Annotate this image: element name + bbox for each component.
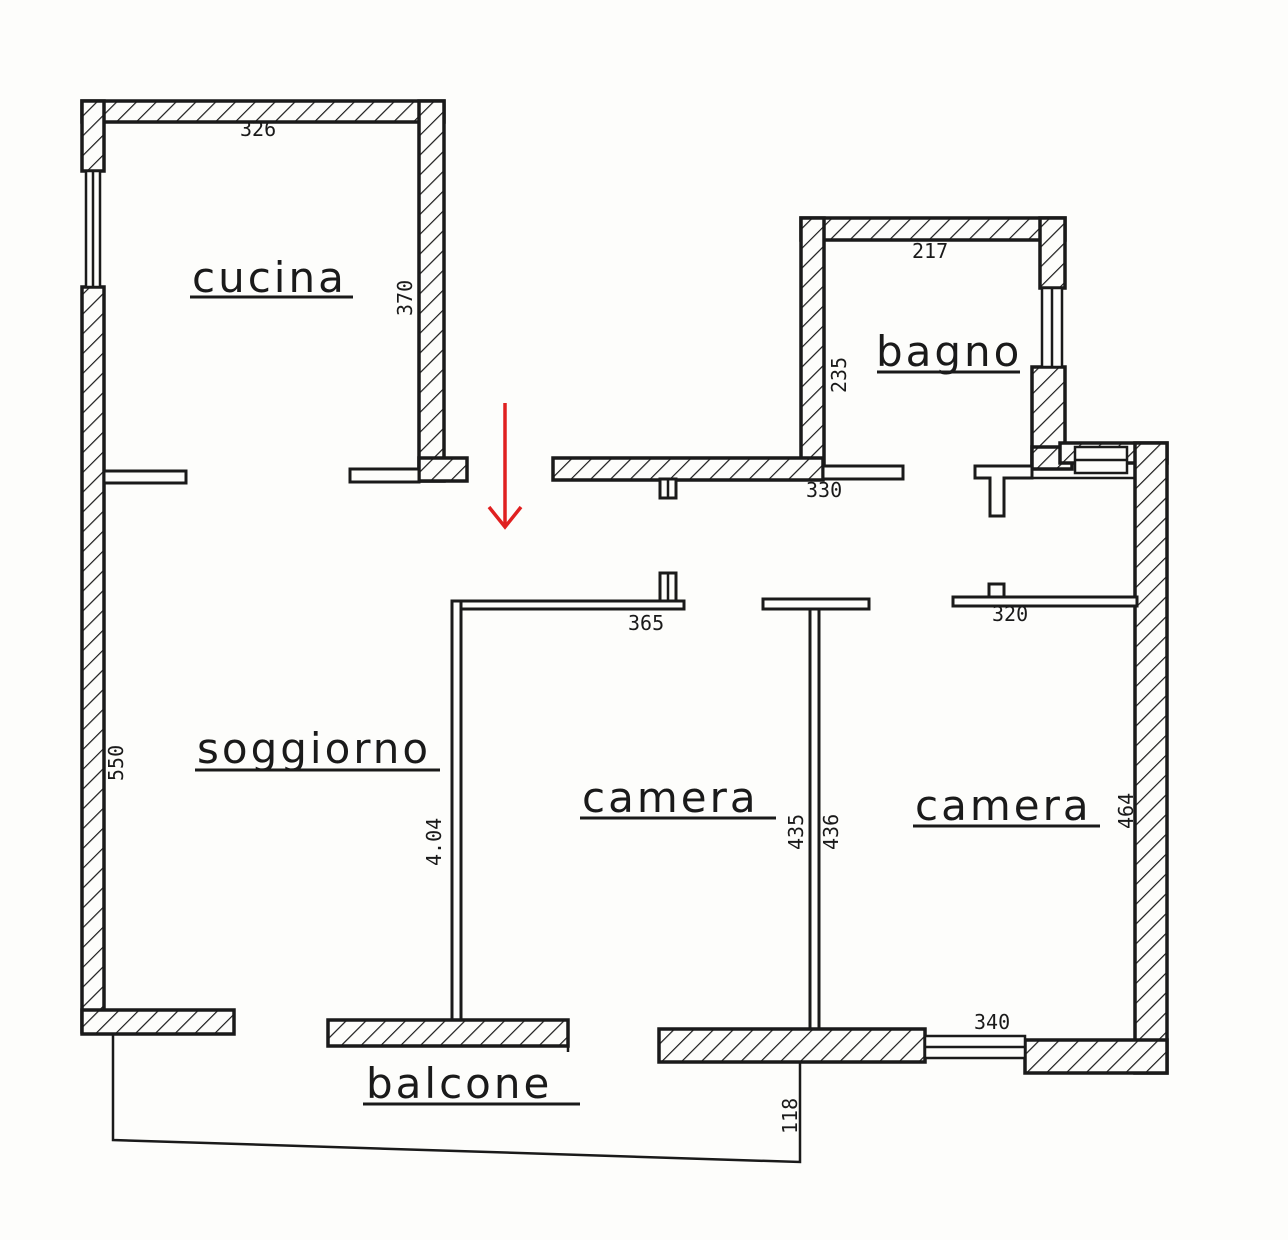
- wall-corridor-top: [551, 456, 825, 482]
- balcone-outline: [111, 1034, 802, 1164]
- partition-soggiorno-camera1: [450, 599, 463, 1025]
- partition-cucina-right: [348, 467, 421, 484]
- room-label-soggiorno: soggiorno: [197, 724, 431, 773]
- dim-cucina-height: 370: [393, 280, 417, 316]
- room-label-camera-2: camera: [915, 781, 1092, 830]
- walls-cucina: [80, 99, 469, 1034]
- door-jamb-3: [987, 582, 1006, 599]
- partition-camera1-camera2: [808, 607, 821, 1035]
- room-label-balcone: balcone: [366, 1059, 552, 1108]
- dim-corridor-top: 330: [806, 478, 842, 502]
- partition-camera1-top: [450, 599, 686, 611]
- dim-camera2-bottom: 340: [974, 1010, 1010, 1034]
- partition-cucina-left: [102, 469, 188, 485]
- wall-corridor-top-thin: [821, 464, 905, 481]
- partition-camera2-top-right: [951, 595, 1139, 608]
- partition-bagno-door: [973, 464, 1034, 518]
- dim-bagno-width: 217: [912, 239, 948, 263]
- room-label-cucina: cucina: [192, 253, 347, 302]
- room-label-bagno: bagno: [876, 327, 1022, 376]
- dim-balcone-depth: 118: [778, 1098, 802, 1134]
- walls-right-wing: [1023, 441, 1169, 1075]
- dim-camera2-left: 436: [819, 814, 843, 850]
- dim-camera2-top: 320: [992, 602, 1028, 626]
- dim-soggiorno-partition: 4.04: [422, 818, 446, 866]
- dim-cucina-width: 326: [240, 117, 276, 141]
- entrance-arrow-icon: [487, 403, 523, 530]
- dim-camera1-height: 435: [784, 814, 808, 850]
- dim-camera1-top: 365: [628, 611, 664, 635]
- walls-bagno: [799, 216, 1074, 471]
- room-label-camera-1: camera: [582, 773, 759, 822]
- dim-camera2-right: 464: [1114, 793, 1138, 829]
- dim-bagno-height: 235: [827, 357, 851, 393]
- dim-soggiorno-height: 550: [104, 745, 128, 781]
- walls-bottom: [80, 1008, 927, 1064]
